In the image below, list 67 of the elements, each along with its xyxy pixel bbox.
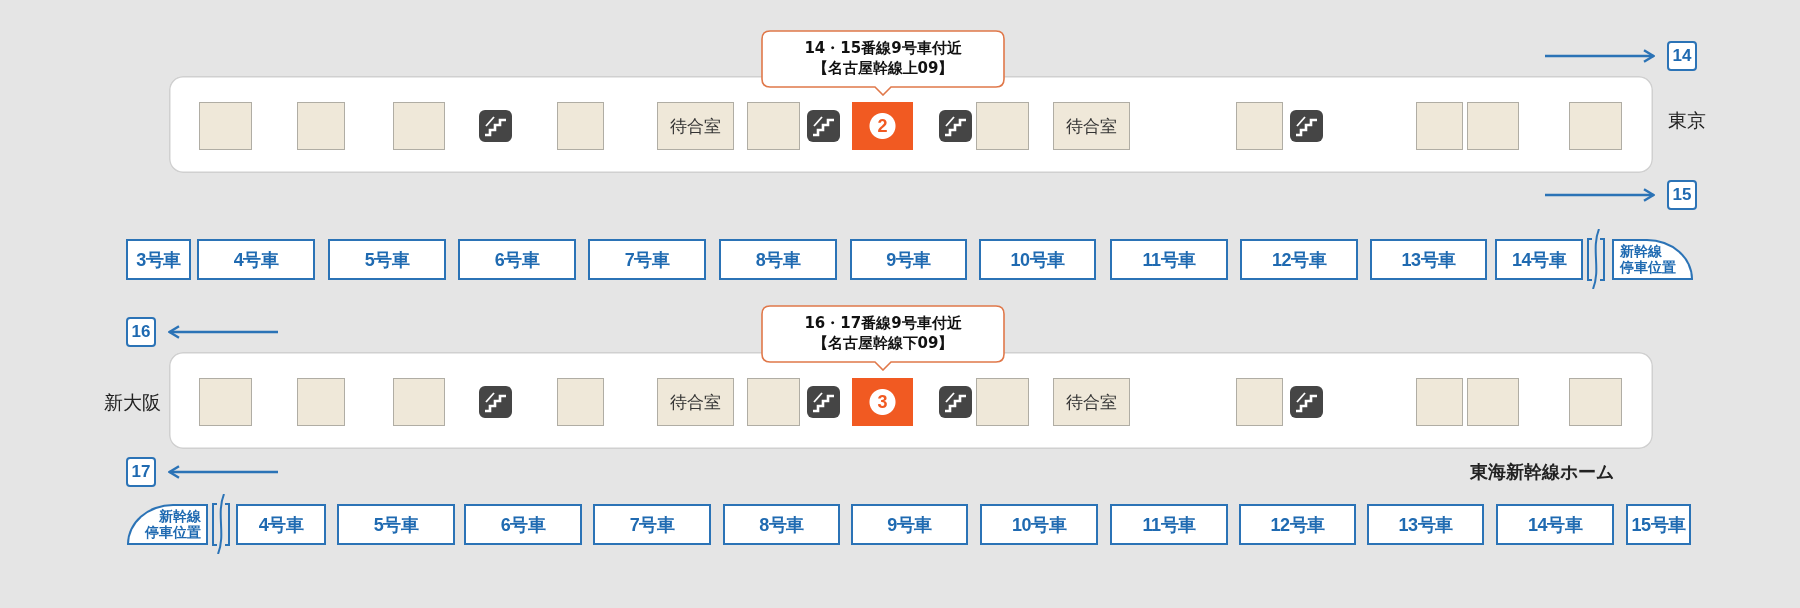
- car-box: 15号車: [1626, 504, 1691, 545]
- facility-box: 待合室: [1053, 378, 1130, 426]
- platform-label: 東海新幹線ホーム: [1470, 460, 1614, 484]
- number-marker: 2: [852, 102, 913, 150]
- facility-box: [747, 102, 800, 150]
- facility-box: 待合室: [657, 378, 734, 426]
- facility-box: [297, 378, 345, 426]
- callout-text: 14・15番線9号車付近: [804, 38, 962, 58]
- facility-box: [976, 102, 1029, 150]
- car-box: 13号車: [1370, 239, 1487, 280]
- car-box: 10号車: [979, 239, 1096, 280]
- car-box: 5号車: [337, 504, 455, 545]
- facility-box: [393, 378, 445, 426]
- car-box: 4号車: [236, 504, 326, 545]
- callout-text: 【名古屋幹線上09】: [812, 58, 954, 78]
- stop-position-sign: 新幹線停車位置: [1612, 239, 1693, 280]
- car-box: 6号車: [458, 239, 576, 280]
- car-box: 8号車: [723, 504, 840, 545]
- facility-box: [1416, 378, 1463, 426]
- car-box: 9号車: [851, 504, 968, 545]
- facility-box: [1569, 102, 1622, 150]
- callout-text: 【名古屋幹線下09】: [812, 333, 954, 353]
- car-box: 3号車: [126, 239, 191, 280]
- platform-band: [169, 352, 1653, 449]
- car-box: 4号車: [197, 239, 315, 280]
- facility-box: [199, 378, 252, 426]
- facility-box: [976, 378, 1029, 426]
- car-box: 14号車: [1495, 239, 1583, 280]
- car-box: 5号車: [328, 239, 446, 280]
- facility-box: [1236, 102, 1283, 150]
- facility-box: [199, 102, 252, 150]
- car-box: 12号車: [1240, 239, 1358, 280]
- place-label: 新大阪: [104, 390, 161, 414]
- car-box: 14号車: [1496, 504, 1614, 545]
- car-box: 8号車: [719, 239, 837, 280]
- platform-band: [169, 76, 1653, 173]
- track-number: 17: [126, 457, 156, 487]
- car-box: 12号車: [1239, 504, 1356, 545]
- callout-bubble: [761, 30, 1005, 96]
- car-box: 13号車: [1367, 504, 1484, 545]
- facility-box: [297, 102, 345, 150]
- car-box: 10号車: [980, 504, 1098, 545]
- facility-box: 待合室: [1053, 102, 1130, 150]
- facility-box: [1236, 378, 1283, 426]
- place-label: 東京: [1668, 108, 1706, 132]
- car-box: 11号車: [1110, 239, 1228, 280]
- facility-box: [393, 102, 445, 150]
- track-number: 16: [126, 317, 156, 347]
- callout-bubble: [761, 305, 1005, 371]
- car-box: 11号車: [1110, 504, 1228, 545]
- facility-box: [747, 378, 800, 426]
- track-number: 14: [1667, 41, 1697, 71]
- facility-box: 待合室: [657, 102, 734, 150]
- facility-box: [557, 378, 604, 426]
- facility-box: [1467, 378, 1519, 426]
- callout-text: 16・17番線9号車付近: [804, 313, 962, 333]
- facility-box: [1467, 102, 1519, 150]
- stop-position-sign: 新幹線停車位置: [127, 504, 208, 545]
- number-marker: 3: [852, 378, 913, 426]
- car-box: 6号車: [464, 504, 582, 545]
- track-number: 15: [1667, 180, 1697, 210]
- car-box: 9号車: [850, 239, 967, 280]
- car-box: 7号車: [593, 504, 711, 545]
- facility-box: [557, 102, 604, 150]
- car-box: 7号車: [588, 239, 706, 280]
- facility-box: [1416, 102, 1463, 150]
- facility-box: [1569, 378, 1622, 426]
